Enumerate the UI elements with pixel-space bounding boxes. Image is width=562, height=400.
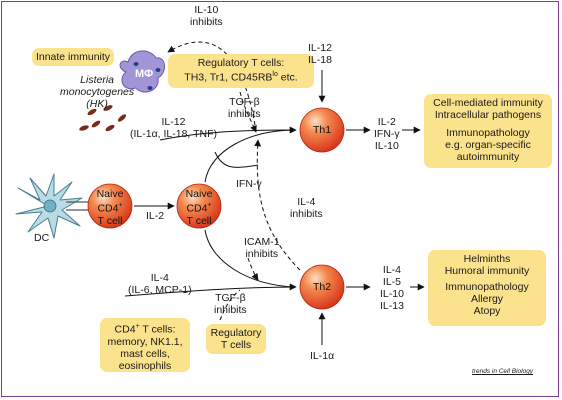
th1-effects-box: Cell-mediated immunity Intracellular pat…	[424, 94, 552, 168]
credit-label: trends in Cell Biology	[472, 368, 534, 375]
naive-to-th1-arrow	[204, 126, 297, 183]
il4-cytokines-label: IL-4(IL-6, MCP-1)	[128, 272, 192, 296]
listeria-label: Listeria monocytogenes (HK)	[60, 74, 135, 110]
dendritic-cell-icon	[15, 173, 83, 239]
tgfb-inhibits-top-arrow	[239, 91, 257, 133]
regulatory-tcells-box: Regulatory T cells: TH3, Tr1, CD45RBlo e…	[168, 54, 314, 88]
dc-label: DC	[34, 232, 50, 244]
th1-cell	[299, 107, 345, 153]
ifn-gamma-arrow	[214, 151, 259, 168]
macrophage-icon	[119, 50, 165, 93]
icam-inhibits-arrow	[247, 257, 259, 281]
il1a-label: IL-1α	[310, 350, 335, 362]
tgfb-inhibits-bottom-arrow	[219, 289, 241, 321]
cd4-tcells-box: CD4+ T cells: memory, NK1.1, mast cells,…	[100, 318, 190, 372]
il4-inhibits-arrow	[254, 139, 301, 271]
listeria-bacteria-icon	[79, 105, 127, 132]
innate-immunity-box: Innate immunity	[32, 48, 114, 66]
dc-contact-lines	[66, 201, 92, 211]
naive-left-label: Naive CD4+ T cell	[96, 188, 124, 227]
naive-to-th2-arrow	[204, 229, 297, 291]
th2-cell	[299, 264, 345, 310]
il2-label: IL-2	[146, 210, 165, 222]
il12-arrow	[159, 129, 297, 141]
naive-center-label: Naive CD4+ T cell	[185, 188, 213, 227]
naive-cd4-tcell-left	[87, 183, 133, 229]
regulatory-tcells-bottom-box: Regulatory T cells	[206, 324, 266, 354]
il12-cytokines-label: IL-12(IL-1α, IL-18, TNF)	[130, 116, 217, 140]
th2-label: Th2	[312, 281, 332, 293]
naive-cd4-tcell-center	[176, 183, 222, 229]
il4-arrow	[124, 286, 297, 297]
macrophage-label: MΦ	[135, 68, 154, 80]
th2-effects-box: Helminths Humoral immunity Immunopatholo…	[428, 250, 546, 326]
il10-inhibits-arrow	[167, 41, 256, 126]
th1-label: Th1	[312, 124, 332, 136]
ifn-gamma-label: IFN-γ	[236, 178, 262, 190]
